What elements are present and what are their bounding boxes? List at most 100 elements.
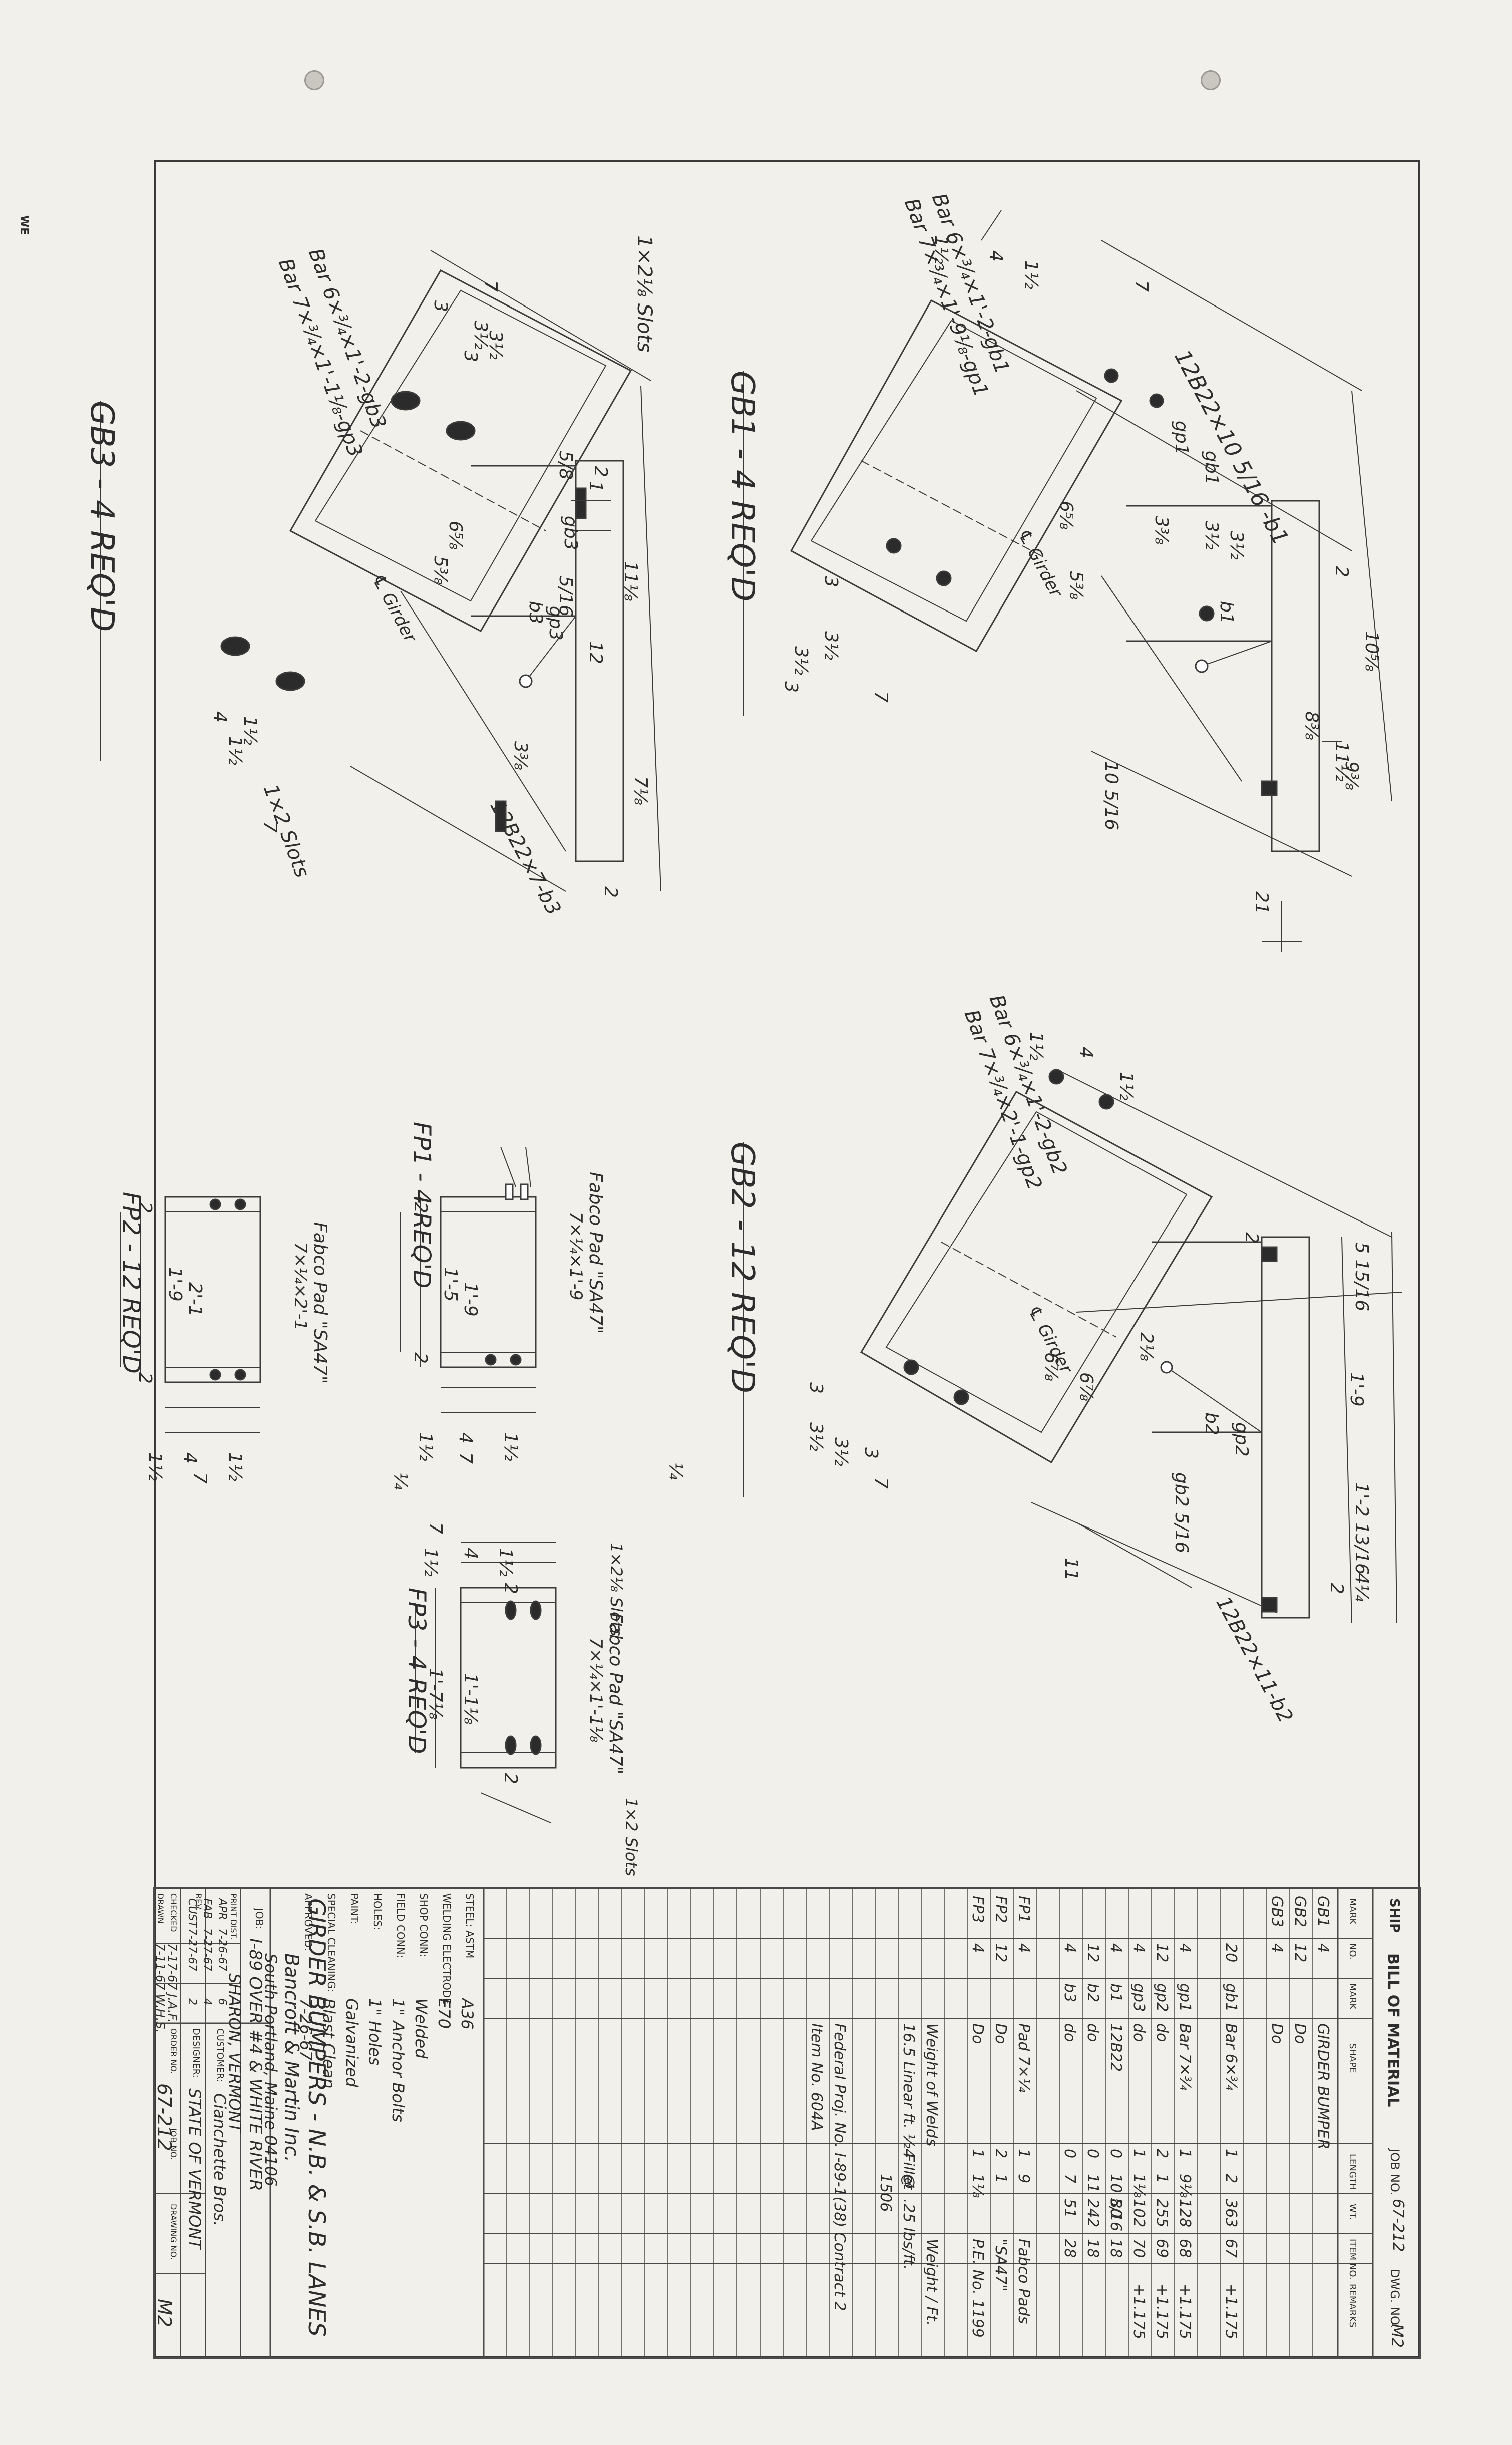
- gb2-dimension: 3½: [831, 1437, 851, 1466]
- fp3-dimension: 2: [500, 1773, 521, 1784]
- gb2-dimension: 1½: [1116, 1072, 1137, 1101]
- bom-cell: gp2: [1153, 1983, 1171, 2012]
- gb1-dimension: 8⅜: [1301, 711, 1322, 740]
- gb3-dimension: 7: [480, 280, 501, 292]
- bom-cell: 12: [1291, 1943, 1309, 1963]
- gb2-dimension: 3: [806, 1382, 826, 1394]
- bom-cell: 255: [1153, 2199, 1171, 2228]
- bom-cell: 363: [1222, 2199, 1240, 2228]
- bom-cell: 4: [1130, 1943, 1148, 1953]
- gb1-dimension: b1: [1216, 601, 1237, 624]
- bom-cell: FP1: [1015, 1896, 1032, 1923]
- bom-title: BILL OF MATERIAL: [1384, 1953, 1402, 2107]
- bom-cell: Bar 6×¾: [1222, 2023, 1240, 2091]
- fp3-dimension: 1½: [420, 1548, 441, 1577]
- bom-cell: 4: [1061, 1943, 1078, 1953]
- gb2-dimension: 7: [871, 1477, 891, 1489]
- bom-column-header: MARK: [1347, 1983, 1358, 2010]
- fp3-pad-size: 7×¼×1'-1⅛: [586, 1638, 606, 1743]
- note-label: HOLES:: [371, 1893, 384, 1930]
- gb1-dimension: 7: [871, 691, 891, 703]
- bom-cell: 69: [1153, 2239, 1171, 2258]
- note-label: FIELD CONN:: [395, 1893, 407, 1958]
- fp3-geometry: [415, 1542, 557, 1823]
- bom-cell: GB3: [1268, 1896, 1286, 1927]
- bom-cell: gp3: [1130, 1983, 1148, 2012]
- bom-cell: Do: [1268, 2023, 1286, 2044]
- gb3-dimension: 3½: [485, 331, 506, 360]
- bom-cell: Item No. 604A: [808, 2023, 825, 2131]
- punch-hole-right: [1201, 70, 1221, 90]
- bom-job-no: 67-212: [1389, 2199, 1407, 2252]
- fp1-dimension: 2: [410, 1352, 431, 1364]
- title-block-drawing-no-label: DRAWING NO.: [169, 2204, 178, 2260]
- bom-cell: 1: [1130, 2149, 1148, 2159]
- fp1-dimension: 2: [410, 1202, 431, 1213]
- bom-cell: Do: [992, 2023, 1009, 2044]
- bom-cell: 4: [969, 1943, 986, 1953]
- fp3-slots-a: 1×2⅛ Slots: [607, 1543, 626, 1636]
- note-label: PAINT:: [348, 1893, 360, 1925]
- bom-cell: Federal Proj. No. I-89-1(38) Contract 2: [831, 2023, 848, 2311]
- bom-cell: 51: [1061, 2199, 1078, 2218]
- gb2-geometry: [860, 1069, 1402, 1623]
- gb1-title: GB1 - 4 REQ'D: [724, 371, 761, 602]
- bom-cell: +1.175: [1130, 2284, 1148, 2340]
- fp2-dimension: 1'-9: [165, 1267, 185, 1302]
- bom-cell: 1: [1176, 2149, 1194, 2159]
- gb1-dimension: 3½: [791, 646, 811, 675]
- bom-column-header: SHAPE: [1347, 2043, 1358, 2073]
- gb3-dimension: 6⅝: [445, 521, 466, 550]
- bom-cell: 68: [1176, 2239, 1194, 2258]
- bom-cell: gp1: [1176, 1983, 1194, 2012]
- gb2-dimension: 6⅞: [1041, 1352, 1061, 1381]
- bom-cell: 16.5 Linear ft. ½ Fillet: [900, 2023, 917, 2190]
- gb2-dimension: 5 15/16: [1351, 1242, 1372, 1312]
- gb1-dimension: 2: [1331, 566, 1352, 577]
- title-block-checked: 7-17-67 J.A.F.: [165, 1943, 179, 2023]
- fp1-dimension: 1'-5: [440, 1267, 461, 1302]
- gb2-dimension: 6⅞: [1076, 1372, 1096, 1401]
- fp2-dimension: 1½: [145, 1452, 165, 1481]
- bom-cell: 4: [1107, 1943, 1124, 1953]
- gb1-dimension: 3⅜: [1151, 516, 1172, 545]
- punch-hole-left: [304, 70, 324, 90]
- bom-cell: 242: [1084, 2199, 1101, 2228]
- bom-cell: 4: [1314, 1943, 1332, 1953]
- gb1-dimension: 1½: [1021, 260, 1041, 289]
- bom-cell: 20: [1222, 1943, 1240, 1963]
- bom-ship-label: SHIP: [1387, 1898, 1402, 1933]
- bom-column-header: MARK: [1347, 1898, 1358, 1925]
- gb1-dimension: 4: [986, 250, 1006, 262]
- fp3-pad: Fabco Pad "SA47": [605, 1613, 626, 1775]
- bom-cell: 12: [1084, 1943, 1101, 1963]
- gb3-dimension: 3⅜: [510, 741, 531, 770]
- bom-cell: 67: [1222, 2239, 1240, 2258]
- bom-cell: 1⅛: [969, 2174, 986, 2198]
- bom-cell: 11: [1084, 2174, 1101, 2193]
- bom-cell: +1.175: [1176, 2284, 1194, 2340]
- gb3-dimension: 5/8: [555, 451, 576, 480]
- fp3-dimension: 1'-7⅛: [425, 1668, 446, 1720]
- bom-cell: do: [1130, 2023, 1148, 2042]
- gb1-dimension: 3: [821, 576, 841, 587]
- bom-cell: 12: [1153, 1943, 1171, 1963]
- gb2-dimension: 1'-2 13/16: [1351, 1482, 1372, 1575]
- bom-cell: .25 lbs/ft.: [900, 2199, 917, 2270]
- fp2-dimension: 2: [135, 1372, 155, 1384]
- note-label: SHOP CONN:: [418, 1893, 430, 1958]
- fp1-dimension: 1½: [415, 1432, 436, 1461]
- bom-cell: 4: [1176, 1943, 1194, 1953]
- fp1-dimension: 1½: [500, 1432, 521, 1461]
- title-block-rev-label: REV.: [194, 1893, 203, 1911]
- fp1-dimension: ¼: [665, 1462, 686, 1480]
- bom-cell: 0: [1084, 2149, 1101, 2159]
- gb3-dimension: 7⅛: [630, 776, 651, 805]
- fp2-dimension: 2: [135, 1202, 155, 1213]
- gb1-dimension: 7: [1131, 280, 1152, 292]
- gb1-dimension: 5⅜: [1066, 571, 1086, 600]
- gb2-dimension: gb2: [1171, 1472, 1192, 1507]
- print-dist-count: 2: [186, 1998, 198, 2005]
